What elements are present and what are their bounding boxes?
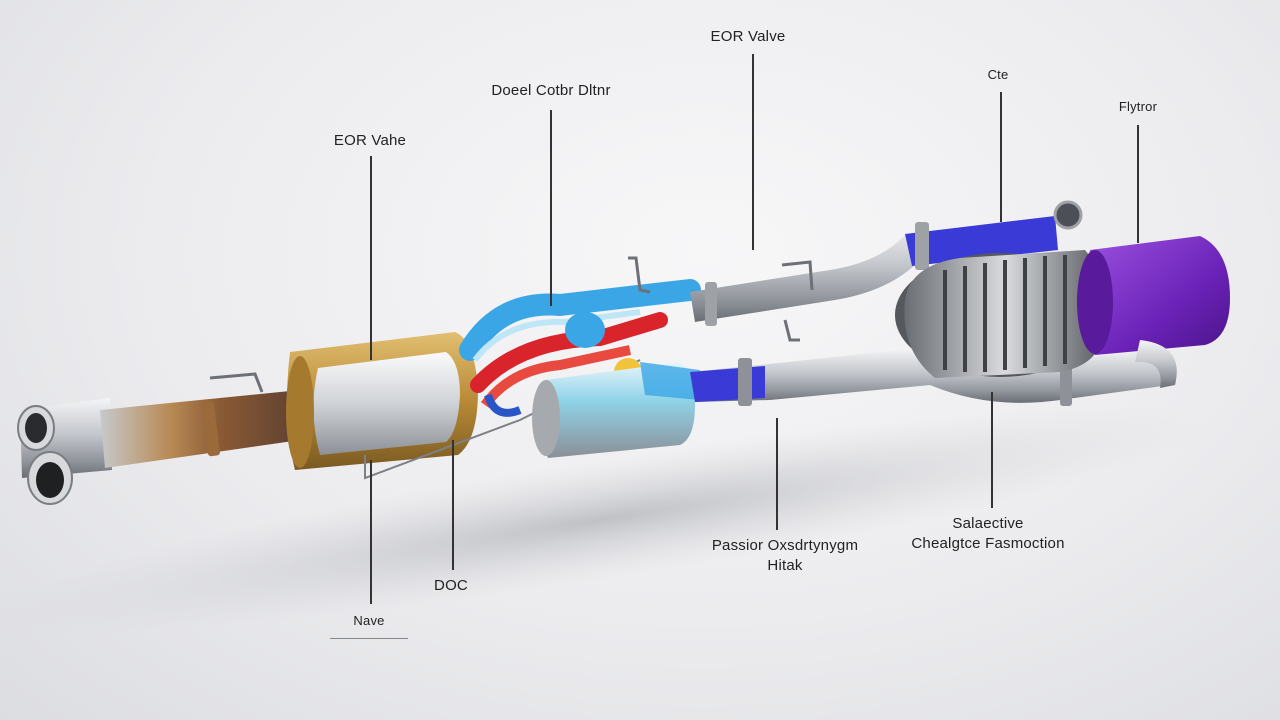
diesel-oxidation-catalyst [532, 362, 700, 458]
leader-passive [776, 418, 778, 530]
diesel-particulate-filter [286, 332, 478, 470]
label-egr-valve-left: EOR Vahe [333, 132, 407, 149]
label-passive-line2: Hitak [767, 557, 803, 574]
tailpipe-tips [17, 398, 112, 505]
scr-catalyst [895, 250, 1106, 378]
label-selective-line2: Chealgtce Fasmoction [911, 535, 1065, 552]
label-flyhor: Flytror [1118, 99, 1158, 114]
leader-diesel-filter [550, 110, 552, 306]
label-diesel-filter: Doeel Cotbr Dltnr [491, 82, 611, 99]
label-passive-line1: Passior Oxsdrtynygm [711, 537, 859, 554]
exhaust-flow-paths [459, 279, 701, 417]
leader-egr-valve-top [752, 54, 754, 250]
label-selective-catalytic: Salaective Chealgtce Fasmoction [911, 514, 1064, 554]
leader-selective [991, 392, 993, 508]
label-doc: DOC [434, 577, 468, 594]
egr-valve-cap [1053, 200, 1083, 230]
label-cte: Cte [987, 67, 1009, 82]
leader-flyhor [1137, 125, 1139, 243]
floor-shadow [0, 406, 1213, 634]
purple-canister [1077, 236, 1230, 355]
leader-doc [452, 440, 454, 570]
tailpipe [100, 390, 300, 468]
pipe-flange [738, 358, 752, 406]
label-nave: Nave [353, 613, 385, 628]
pipe-clamp [202, 401, 220, 457]
leader-egr-valve-left [370, 156, 372, 360]
sensor-wire [209, 372, 264, 393]
nave-underline [330, 638, 408, 639]
label-egr-valve-top: EOR Valve [710, 28, 786, 45]
outlet-bend [1135, 340, 1177, 388]
label-passive-oxidation: Passior Oxsdrtynygm Hitak [712, 536, 858, 576]
leader-cte [1000, 92, 1002, 222]
label-selective-line1: Salaective [952, 515, 1024, 532]
leader-nave [370, 460, 372, 604]
